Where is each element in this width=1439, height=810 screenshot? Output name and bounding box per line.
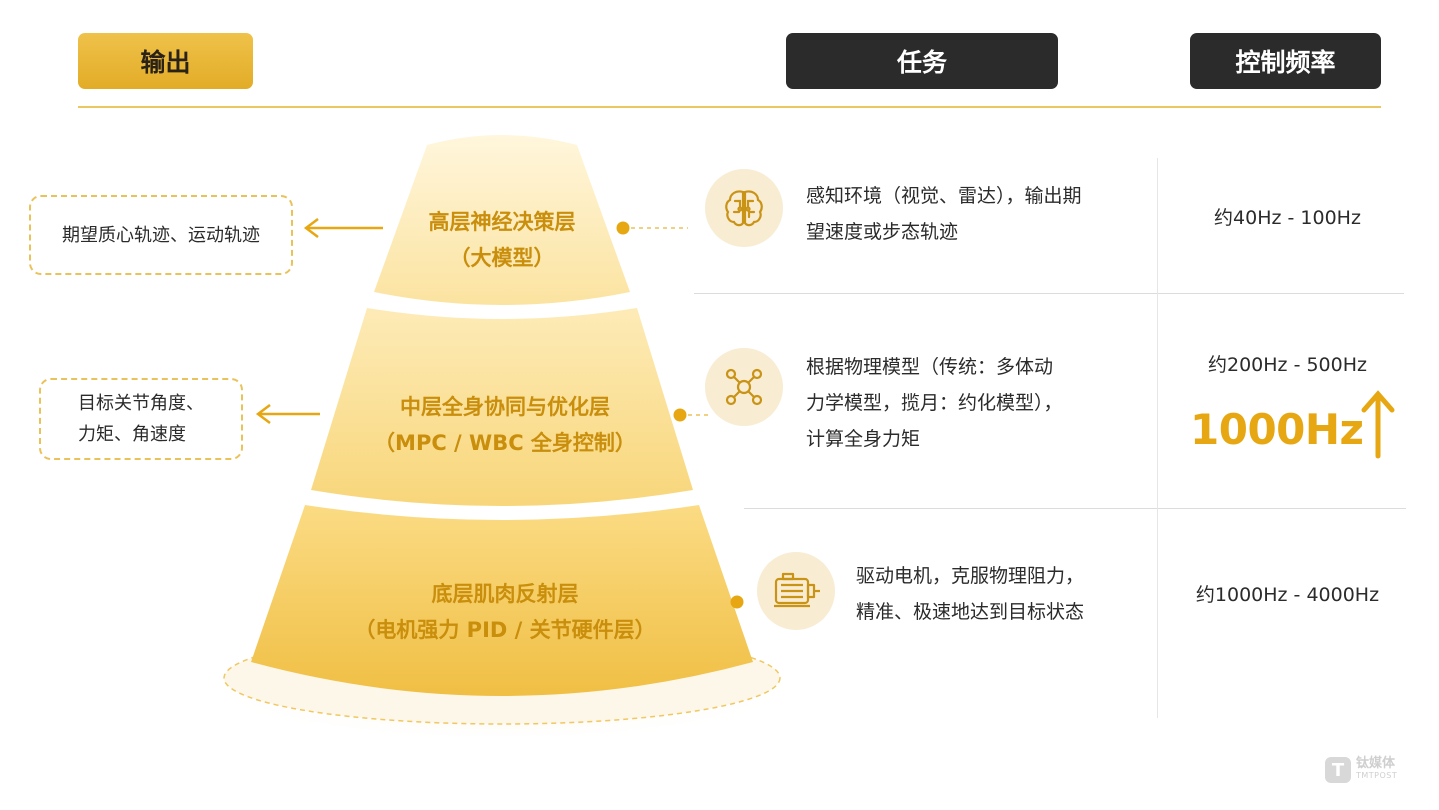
- logo-name-en: TMTPOST: [1356, 771, 1398, 780]
- middle-layer-shape: [311, 308, 693, 506]
- logo-mark: T: [1325, 757, 1351, 783]
- task-line: 驱动电机，克服物理阻力，: [856, 565, 1085, 587]
- task-header: 任务: [786, 33, 1058, 89]
- connector-middle: [673, 408, 712, 422]
- connector-bottom: [730, 595, 744, 609]
- connector-top: [616, 221, 688, 235]
- output-arrow-middle: [255, 404, 320, 424]
- network-icon-badge: [705, 348, 783, 426]
- output-text: 力矩、角速度: [78, 424, 186, 445]
- layer-subtitle: （大模型）: [449, 246, 555, 270]
- layer-label-top: 高层神经决策层 （大模型）: [392, 204, 612, 276]
- layer-title: 高层神经决策层: [428, 210, 576, 234]
- output-header: 输出: [78, 33, 253, 89]
- output-text: 目标关节角度、: [78, 393, 204, 414]
- bottom-layer-shape: [251, 505, 753, 696]
- column-divider: [1157, 158, 1158, 718]
- task-line: 望速度或步态轨迹: [806, 221, 959, 243]
- output-text: 期望质心轨迹、运动轨迹: [62, 224, 260, 246]
- task-text-middle: 根据物理模型（传统：多体动 力学模型，揽月：约化模型）， 计算全身力矩: [806, 349, 1063, 457]
- output-arrow-top: [303, 218, 383, 238]
- frequency-bottom: 约1000Hz - 4000Hz: [1195, 584, 1380, 606]
- output-box-top: 期望质心轨迹、运动轨迹: [29, 195, 293, 275]
- layer-subtitle: （电机强力 PID / 关节硬件层）: [354, 618, 656, 642]
- row-divider-2: [744, 508, 1406, 509]
- frequency-header: 控制频率: [1190, 33, 1381, 89]
- task-line: 精准、极速地达到目标状态: [856, 601, 1085, 623]
- frequency-top: 约40Hz - 100Hz: [1214, 207, 1361, 229]
- tmtpost-logo: T 钛媒体 TMTPOST: [1325, 757, 1397, 783]
- motor-icon: [774, 572, 820, 608]
- header-divider: [78, 106, 1381, 108]
- layer-subtitle: （MPC / WBC 全身控制）: [374, 431, 636, 455]
- network-icon: [725, 368, 763, 406]
- logo-name-cn: 钛媒体: [1356, 756, 1396, 771]
- layer-label-middle: 中层全身协同与优化层 （MPC / WBC 全身控制）: [350, 389, 660, 461]
- task-line: 计算全身力矩: [806, 428, 921, 450]
- task-line: 根据物理模型（传统：多体动: [806, 356, 1054, 378]
- brain-icon-badge: [705, 169, 783, 247]
- task-line: 力学模型，揽月：约化模型），: [806, 392, 1063, 414]
- frequency-middle: 约200Hz - 500Hz: [1208, 354, 1367, 376]
- motor-icon-badge: [757, 552, 835, 630]
- middle-layer-separator: [307, 495, 697, 517]
- task-line: 感知环境（视觉、雷达），输出期: [806, 185, 1082, 207]
- task-text-top: 感知环境（视觉、雷达），输出期 望速度或步态轨迹: [806, 178, 1082, 250]
- up-arrow-icon: [1361, 390, 1395, 459]
- brain-icon: [725, 190, 763, 227]
- row-divider-1: [694, 293, 1404, 294]
- layer-title: 中层全身协同与优化层: [400, 395, 610, 419]
- top-layer-shape: [374, 135, 630, 305]
- layer-title: 底层肌肉反射层: [431, 582, 579, 606]
- frequency-highlight: 1000Hz: [1190, 405, 1364, 454]
- task-text-bottom: 驱动电机，克服物理阻力， 精准、极速地达到目标状态: [856, 558, 1084, 630]
- output-box-middle: 目标关节角度、 力矩、角速度: [39, 378, 243, 460]
- layer-label-bottom: 底层肌肉反射层 （电机强力 PID / 关节硬件层）: [320, 576, 690, 648]
- top-layer-separator: [371, 295, 633, 314]
